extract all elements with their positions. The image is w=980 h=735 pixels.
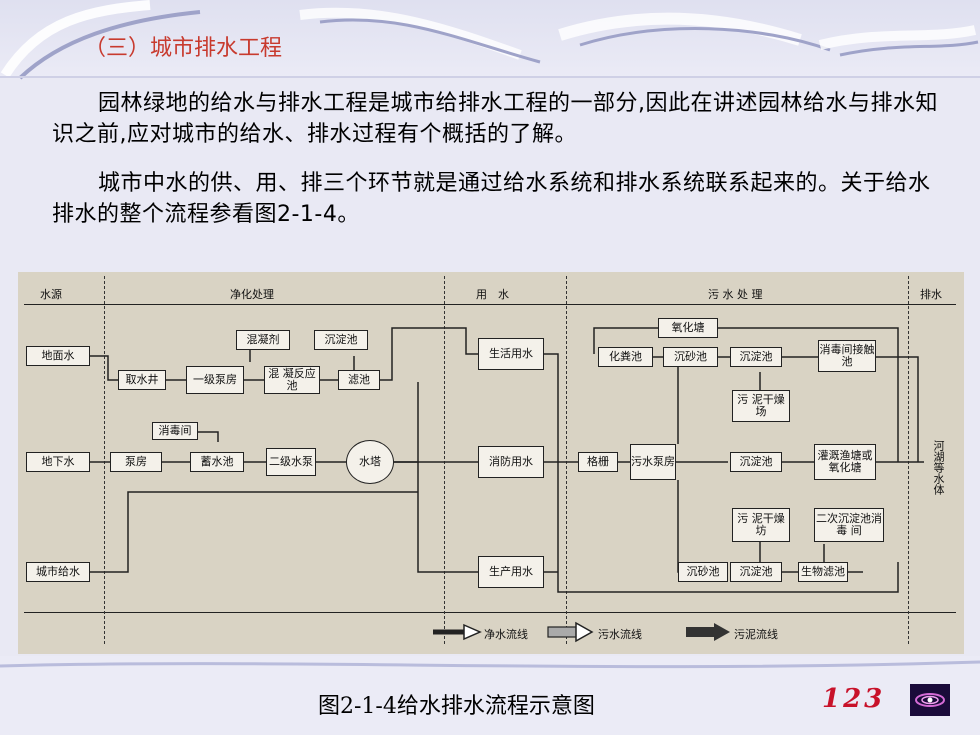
galaxy-icon[interactable] [910, 684, 950, 716]
box-contact-tank: 消毒间接触池 [818, 340, 876, 372]
box-sludge-dry-2: 污 泥干燥坊 [732, 508, 790, 542]
legend-divider [24, 612, 956, 613]
box-water-tower: 水塔 [346, 440, 394, 484]
box-intake-well: 取水井 [118, 370, 166, 390]
slide-title: （三）城市排水工程 [84, 36, 283, 61]
box-secondary-settling: 二次沉淀池消 毒 间 [814, 508, 884, 542]
divider-line [444, 276, 445, 644]
box-coag-reactor: 混 凝反应池 [264, 366, 320, 394]
figure-caption: 图2-1-4给水排水流程示意图 [318, 694, 595, 719]
header-source: 水源 [40, 288, 62, 301]
box-settling-5: 沉淀池 [730, 562, 782, 582]
box-ground-water: 地下水 [26, 452, 90, 472]
divider-line [908, 276, 909, 644]
box-reservoir: 蓄水池 [190, 452, 244, 472]
box-pump-2: 二级水泵 [266, 448, 316, 476]
header-discharge: 排水 [920, 288, 942, 301]
box-sludge-dry-1: 污 泥干燥场 [732, 390, 790, 422]
box-settling-3: 沉淀池 [730, 452, 782, 472]
page-number: 123 [822, 684, 886, 714]
box-pump-1: 一级泵房 [186, 366, 244, 394]
footer-band [0, 656, 980, 735]
header-band [0, 0, 980, 78]
box-grit-2: 沉砂池 [678, 562, 728, 582]
box-irrigation-pond: 灌溉渔塘或氧化塘 [814, 444, 876, 480]
legend-sewage: 污水流线 [598, 628, 642, 641]
box-domestic-use: 生活用水 [478, 338, 544, 370]
header-use: 用 水 [476, 288, 509, 301]
footer-swoosh [0, 660, 980, 669]
flow-arrows [90, 327, 924, 593]
header-purify: 净化处理 [230, 288, 274, 301]
paragraph-flow: 城市中水的供、用、排三个环节就是通过给水系统和排水系统联系起来的。关于给水排水的… [52, 171, 931, 227]
box-bio-filter: 生物滤池 [798, 562, 848, 582]
box-settling-2: 沉淀池 [730, 347, 782, 367]
header-treat: 污 水 处 理 [708, 288, 763, 301]
legend-arrows [433, 621, 730, 643]
legend-clean-water: 净水流线 [484, 628, 528, 641]
box-septic-tank: 化粪池 [598, 347, 653, 367]
flow-diagram: 水源 净化处理 用 水 污 水 处 理 排水 [18, 272, 964, 654]
legend-sludge: 污泥流线 [734, 628, 778, 641]
box-oxidation-pond: 氧化塘 [658, 318, 718, 338]
box-surface-water: 地面水 [26, 346, 90, 366]
box-sewage-pump: 污水泵房 [630, 444, 676, 480]
box-production-use: 生产用水 [478, 556, 544, 588]
box-grille: 格栅 [578, 452, 618, 472]
box-city-water: 城市给水 [26, 562, 90, 582]
box-filter: 滤池 [338, 370, 380, 390]
decorative-swoosh [0, 0, 980, 80]
header-divider [24, 304, 956, 305]
divider-line [566, 276, 567, 644]
box-disinfect-room: 消毒间 [152, 422, 198, 440]
box-settling-1: 沉淀池 [314, 330, 368, 350]
box-grit-1: 沉砂池 [663, 347, 718, 367]
box-coagulant: 混凝剂 [236, 330, 290, 350]
box-fire-use: 消防用水 [478, 446, 544, 478]
paragraph-intro: 园林绿地的给水与排水工程是城市给排水工程的一部分,因此在讲述园林给水与排水知识之… [52, 91, 938, 147]
box-pump-room: 泵房 [110, 452, 162, 472]
label-river-body: 河湖等水体 [932, 439, 945, 495]
divider-line [104, 276, 105, 644]
